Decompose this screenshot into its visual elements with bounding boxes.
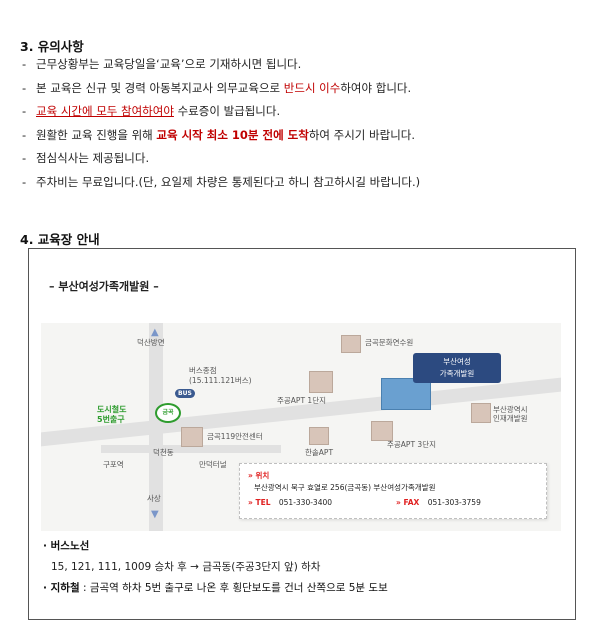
building-fire [181, 427, 203, 447]
arrow-down-icon: ▼ [151, 509, 159, 520]
info-location-key-row: » 위치 [248, 471, 270, 480]
map-south-label: 사상 [147, 494, 161, 503]
building-apt3 [371, 421, 393, 441]
arrow-up-icon: ▲ [151, 327, 159, 338]
building-apt1 [309, 371, 333, 393]
list-item: -본 교육은 신규 및 경력 아동복지교사 의무교육으로 반드시 이수하여야 합… [22, 80, 412, 95]
info-location-key: 위치 [255, 471, 270, 480]
map-north-label: 덕산방면 [137, 338, 165, 347]
list-item: -근무상황부는 교육당일을‘교육’으로 기재하시면 됩니다. [22, 57, 302, 71]
subway-station-icon: 금곡 [155, 403, 181, 423]
info-tel-row: » TEL 051-330-3400 [248, 498, 333, 507]
map-mandeok: 만덕터널 [199, 460, 227, 469]
bus-route-title: · 버스노선 [43, 540, 90, 552]
map-hansol: 한솔APT [305, 448, 334, 457]
map-gupo: 구포역 [103, 460, 124, 469]
info-fax-row: » FAX 051-303-3759 [396, 498, 481, 507]
map-library: 금곡문화연수원 [365, 338, 414, 347]
subway-route: · 지하철 : 금곡역 하차 5번 출구로 나온 후 횡단보도를 건너 산쪽으로… [43, 580, 388, 595]
map-center-callout: 부산여성 가족개발원 [413, 353, 501, 383]
map-bus-numbers: (15.111.121버스) [189, 376, 252, 385]
info-tel-key: TEL [255, 498, 271, 507]
venue-title: 4. 교육장 안내 [20, 232, 100, 247]
map-apt1: 주공APT 1단지 [277, 396, 326, 405]
map-bus-stop: 버스종점 [189, 366, 217, 375]
building-hansol [309, 427, 329, 445]
list-item: -원활한 교육 진행을 위해 교육 시작 최소 10분 전에 도착하여 주시기 … [22, 127, 416, 142]
subway-route-title: · 지하철 [43, 582, 80, 594]
map-busan-city: 부산광역시 인재개발원 [493, 405, 528, 423]
list-item: -교육 시간에 모두 참여하여야 수료증이 발급됩니다. [22, 104, 281, 118]
info-fax: 051-303-3759 [427, 498, 481, 507]
location-info-card: » 위치 부산광역시 북구 효열로 256(금곡동) 부산여성가족개발원 » T… [239, 463, 547, 519]
venue-guide-box: – 부산여성가족개발원 – ▲ 덕산방면 ▼ 사상 버스종점 (15.111.1… [28, 248, 576, 620]
list-item: -주차비는 무료입니다.(단, 요일제 차량은 통제된다고 하니 참고하시길 바… [22, 174, 421, 189]
notes-list: -근무상황부는 교육당일을‘교육’으로 기재하시면 됩니다. -본 교육은 신규… [22, 56, 592, 197]
subway-route-text: : 금곡역 하차 5번 출구로 나온 후 횡단보도를 건너 산쪽으로 5분 도보 [79, 582, 388, 594]
location-map: ▲ 덕산방면 ▼ 사상 버스종점 (15.111.121버스) BUS 금곡 도… [41, 323, 561, 531]
map-apt3: 주공APT 3단지 [387, 440, 436, 449]
building-library [341, 335, 361, 353]
info-tel: 051-330-3400 [278, 498, 333, 507]
center-label: – 부산여성가족개발원 – [49, 280, 159, 293]
map-dukcheon: 덕천동 [153, 448, 174, 457]
info-location: 부산광역시 북구 효열로 256(금곡동) 부산여성가족개발원 [254, 483, 436, 492]
list-item: -점심식사는 제공됩니다. [22, 151, 150, 165]
bus-icon: BUS [175, 389, 195, 398]
info-fax-key: FAX [403, 498, 420, 507]
building-busan-city [471, 403, 491, 423]
bus-route-text: 15, 121, 111, 1009 승차 후 → 금곡동(주공3단지 앞) 하… [51, 561, 321, 573]
road-lower [101, 445, 281, 453]
building-center [381, 378, 431, 410]
station-label-line: 도시철도 5번출구 [97, 405, 127, 424]
notes-title: 3. 유의사항 [20, 39, 84, 54]
map-fire-station: 금곡119안전센터 [207, 432, 263, 441]
map-station-label: 도시철도 5번출구 [97, 405, 153, 425]
